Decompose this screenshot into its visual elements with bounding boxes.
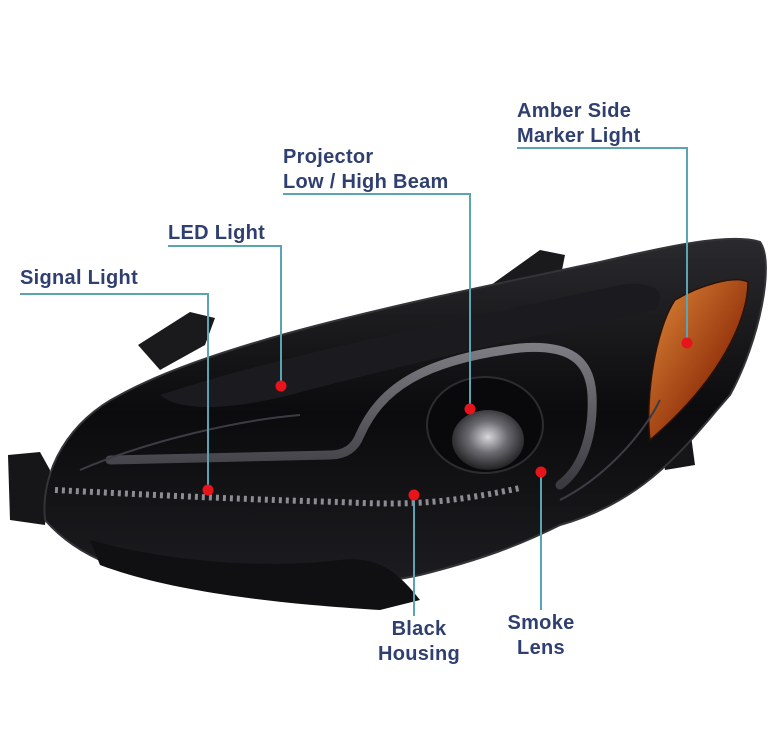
callout-projector: Projector Low / High Beam bbox=[283, 145, 449, 195]
amber-marker-lens bbox=[647, 278, 749, 442]
callout-line: Amber Side bbox=[517, 100, 632, 122]
callout-smoke-lens: Smoke Lens bbox=[491, 611, 591, 661]
leader-lines bbox=[20, 147, 688, 616]
callout-line: Low / High Beam bbox=[283, 171, 449, 193]
callout-line: Signal Light bbox=[20, 267, 139, 289]
housing-lower-trim bbox=[90, 540, 420, 610]
callout-signal-light: Signal Light bbox=[20, 266, 138, 291]
callout-line: Housing bbox=[377, 643, 461, 665]
mounting-bracket-left bbox=[8, 452, 50, 525]
marker-dot-led bbox=[275, 380, 287, 392]
mounting-bracket-top-left bbox=[138, 312, 215, 370]
marker-dot-smoke bbox=[535, 466, 547, 478]
marker-dot-housing bbox=[408, 489, 420, 501]
leader-led bbox=[168, 245, 282, 385]
inner-reflection bbox=[79, 414, 301, 471]
light-guide-tube bbox=[105, 342, 597, 490]
projector-lens bbox=[452, 410, 524, 470]
leader-amber bbox=[517, 147, 688, 342]
marker-dot-amber bbox=[681, 337, 693, 349]
marker-dots bbox=[202, 337, 693, 501]
callout-line: Black bbox=[391, 618, 447, 640]
led-strip bbox=[54, 485, 521, 507]
leader-signal bbox=[20, 293, 209, 489]
callout-line: Marker Light bbox=[517, 125, 641, 147]
marker-dot-signal bbox=[202, 484, 214, 496]
marker-dot-projector bbox=[464, 403, 476, 415]
callout-amber-side-marker: Amber Side Marker Light bbox=[517, 99, 641, 149]
leader-projector bbox=[283, 193, 471, 408]
callout-line: Projector bbox=[283, 146, 374, 168]
callout-line: Smoke bbox=[507, 612, 575, 634]
callout-black-housing: Black Housing bbox=[364, 617, 474, 667]
callout-line: Lens bbox=[517, 637, 565, 659]
callout-line: LED Light bbox=[168, 222, 266, 244]
headlight-image bbox=[8, 237, 767, 610]
callout-led-light: LED Light bbox=[168, 221, 265, 246]
upper-panel bbox=[160, 283, 661, 408]
inner-reflection bbox=[559, 399, 661, 501]
